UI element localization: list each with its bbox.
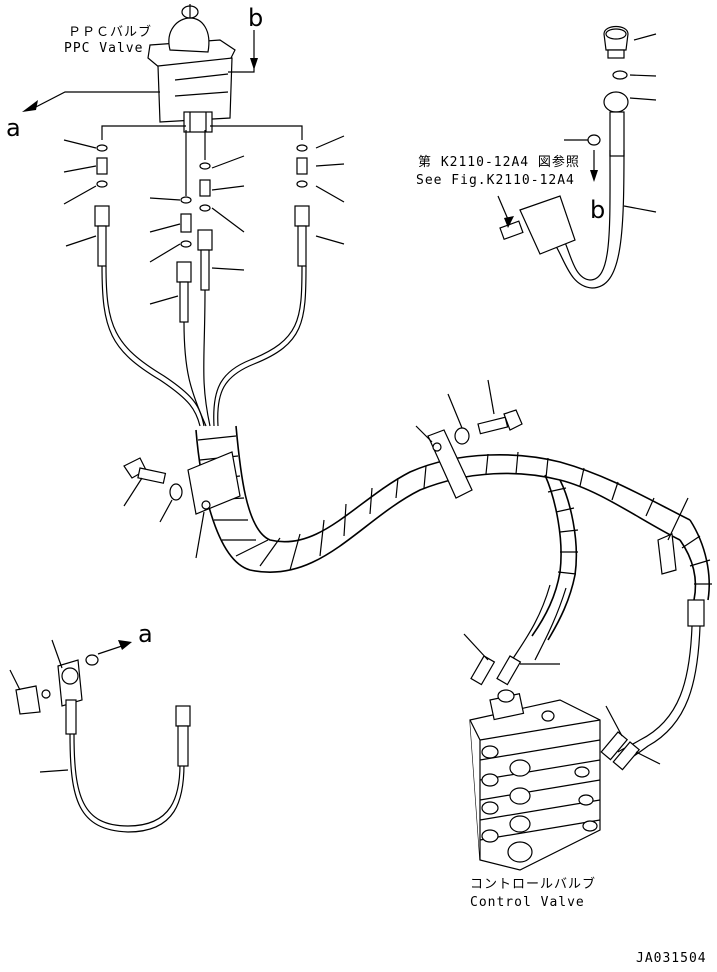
ppc-valve xyxy=(147,4,236,133)
ppc-valve-label-jp: ＰＰＣバルブ xyxy=(68,25,153,40)
marker-b-upper: b xyxy=(248,4,264,32)
ppc-valve-label-en: PPC Valve xyxy=(64,41,144,56)
control-valve-label-en: Control Valve xyxy=(470,895,585,910)
control-valve-label-jp: コントロールバルブ xyxy=(470,877,597,892)
control-valve xyxy=(469,689,601,871)
center-fittings xyxy=(176,162,213,323)
right-fittings xyxy=(294,144,310,267)
left-fittings xyxy=(94,144,110,267)
marker-b-lower: b xyxy=(590,196,606,224)
leader-lines xyxy=(9,33,689,773)
see-figure-label-en: See Fig.K2110-12A4 xyxy=(416,173,575,188)
marker-a-lower: a xyxy=(138,620,153,648)
drawing-code: JA031504 xyxy=(636,951,707,966)
lower-hose-assembly xyxy=(15,654,191,833)
marker-a-upper: a xyxy=(6,114,21,142)
see-figure-label-jp: 第 K2110-12A4 図参照 xyxy=(418,155,580,170)
lamp-switch xyxy=(587,25,629,157)
